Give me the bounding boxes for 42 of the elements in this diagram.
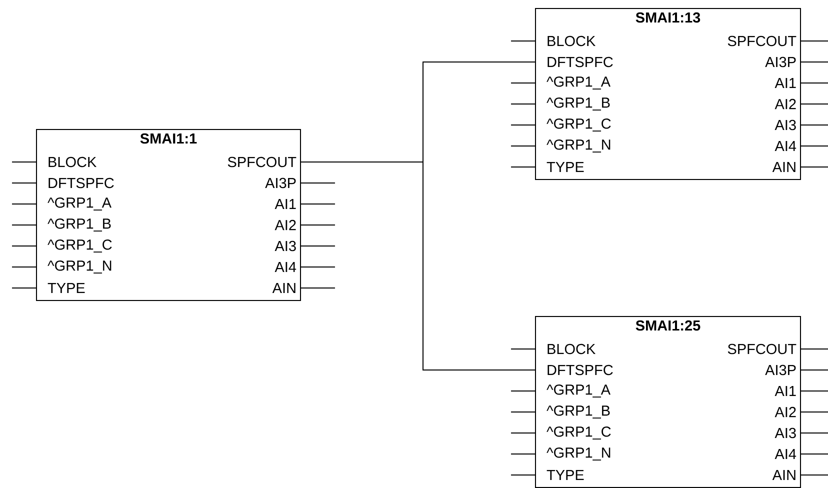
pin-label: AIN xyxy=(272,283,296,293)
pin-label: AI3 xyxy=(774,428,796,438)
pin-label: ^GRP1_A xyxy=(546,384,610,398)
pin-label: AI2 xyxy=(774,98,796,110)
pin-label: ^GRP1_N xyxy=(546,140,610,152)
pin-label: ^GRP1_B xyxy=(546,406,610,419)
pin-label: ^GRP1_B xyxy=(48,218,111,232)
pin-label: AIN xyxy=(772,162,796,172)
pin-label: AI3 xyxy=(274,240,296,252)
pin-label: SPFCOUT xyxy=(728,36,796,46)
pin-label: ^GRP1_N xyxy=(48,260,112,274)
pin-label: AI4 xyxy=(774,141,796,151)
pin-label: AI3P xyxy=(265,178,296,188)
pin-label: BLOCK xyxy=(48,156,96,168)
pin-label: DFTSPFC xyxy=(548,364,613,376)
pin-label: DFTSPFC xyxy=(48,178,114,188)
pin-label: ^GRP1_C xyxy=(48,240,112,252)
pin-label: BLOCK xyxy=(548,36,596,46)
pin-label: AI3P xyxy=(765,56,796,68)
pin-label: ^GRP1_A xyxy=(546,76,610,90)
pin-label: AI2 xyxy=(274,220,296,230)
pin-label: ^GRP1_C xyxy=(546,118,611,132)
pin-label: AI3 xyxy=(774,120,796,130)
pin-label: AI1 xyxy=(774,78,796,88)
pin-label: AI1 xyxy=(274,199,296,209)
pin-label: AI4 xyxy=(774,449,796,459)
pin-label: SPFCOUT xyxy=(228,156,296,168)
pin-label: TYPE xyxy=(546,162,584,172)
pin-label: AI3P xyxy=(765,364,796,376)
pin-label: ^GRP1_N xyxy=(546,448,610,461)
pin-label: SPFCOUT xyxy=(728,344,796,354)
pin-label: AI4 xyxy=(274,262,296,272)
pin-label: ^GRP1_C xyxy=(546,426,611,440)
pin-label: TYPE xyxy=(48,283,85,293)
pin-label: DFTSPFC xyxy=(548,56,613,68)
pin-label: AIN xyxy=(772,470,796,480)
pin-label: ^GRP1_A xyxy=(48,198,112,210)
pin-label: AI1 xyxy=(774,386,796,396)
pin-label: BLOCK xyxy=(548,344,596,354)
pin-label: AI2 xyxy=(774,406,796,418)
pin-label: ^GRP1_B xyxy=(546,98,610,110)
pin-label: TYPE xyxy=(546,470,584,480)
